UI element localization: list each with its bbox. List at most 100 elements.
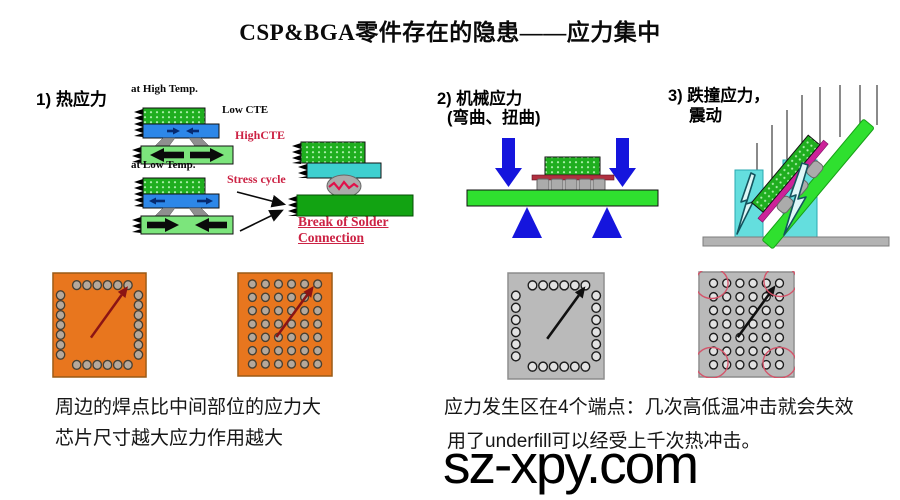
solder-pad: [273, 345, 284, 356]
solder-pad: [299, 305, 310, 316]
stress-arrow-head: [117, 286, 128, 299]
pcb: [296, 194, 414, 217]
solder-pad: [260, 305, 271, 316]
solder-joint: [188, 137, 210, 147]
cycle-arrow: [239, 209, 284, 232]
force-down-arrow: [495, 168, 522, 187]
contraction-arrow: [209, 221, 227, 229]
solder-pad: [774, 305, 785, 316]
cte-arrow: [167, 129, 174, 133]
solder-pad: [260, 279, 271, 289]
board-break-edge: [298, 164, 307, 178]
solder-pad: [774, 359, 785, 370]
at-high-temp-label: at High Temp.: [131, 83, 198, 95]
solder-pad: [133, 299, 144, 311]
solder-pad: [569, 361, 580, 372]
solder-pad: [299, 359, 310, 369]
solder-pad: [722, 319, 732, 329]
solder-pad: [133, 319, 144, 331]
solder-pad: [510, 338, 521, 350]
solder-pad: [748, 319, 758, 329]
solder-ball: [578, 178, 592, 192]
board-break-edge: [288, 196, 297, 216]
bga-perimeter-gray-svg: [507, 272, 605, 380]
solder-ball: [806, 160, 824, 179]
bga-chip-perimeter-orange: [52, 272, 147, 378]
lightning-bolt-icon: [736, 172, 756, 235]
solder-pad: [102, 359, 113, 371]
solder-pad: [510, 314, 521, 326]
solder-pad: [299, 332, 310, 343]
solder-pad: [735, 346, 745, 357]
solder-pad: [92, 359, 103, 371]
solder-pad: [708, 332, 719, 343]
solder-pad: [548, 361, 559, 372]
solder-pad: [510, 326, 521, 338]
solder-ball: [776, 195, 794, 214]
solder-pad: [260, 292, 271, 303]
watermark: sz-xpy.com: [443, 433, 699, 495]
solder-pad: [313, 359, 323, 369]
solder-pad: [708, 359, 719, 370]
solder-pad: [82, 279, 92, 291]
solder-pad: [55, 349, 66, 360]
solder-pad: [273, 305, 284, 316]
expansion-arrow: [190, 151, 210, 159]
solder-pad: [538, 280, 549, 291]
solder-pad: [299, 345, 310, 356]
caption-right-line1: 应力发生区在4个端点：几次高低温冲击就会失效: [444, 397, 854, 418]
board-break-edge: [134, 179, 143, 207]
solder-pad: [55, 299, 66, 311]
solder-pad: [722, 291, 732, 302]
solder-pad: [299, 319, 310, 329]
bga-full-orange-svg: [237, 272, 333, 377]
mechanical-stress-diagram: [466, 138, 659, 238]
bga-perimeter-orange-svg: [52, 272, 147, 378]
contraction-arrow: [147, 221, 165, 229]
solder-pad: [735, 359, 745, 370]
contraction-arrow: [165, 218, 179, 232]
lightning-bolt-icon: [783, 162, 809, 236]
solder-pad: [591, 314, 602, 326]
pcb: [140, 215, 234, 235]
solder-pad: [313, 305, 323, 316]
solder-pad: [722, 332, 732, 343]
stress-arrow: [736, 293, 771, 339]
low-cte-label: Low CTE: [222, 104, 269, 116]
solder-pad: [260, 332, 271, 343]
solder-pad: [722, 278, 732, 289]
solder-pad: [313, 345, 323, 356]
solder-pad: [260, 319, 271, 329]
solder-pad: [559, 361, 570, 372]
solder-pad: [247, 305, 257, 316]
solder-pad: [112, 359, 123, 371]
board-break-edge: [132, 217, 141, 233]
solder-pad: [722, 305, 732, 316]
break-solder-label-line1: Break of Solder: [298, 214, 389, 229]
die: [750, 134, 821, 213]
solder-pad: [569, 280, 580, 291]
solder-ball: [550, 178, 564, 192]
solder-pad: [313, 319, 323, 329]
solder-pad: [247, 345, 257, 356]
section-2-label-line1: 2) 机械应力: [437, 90, 523, 108]
solder-pad: [299, 279, 310, 289]
solder-joint: [188, 207, 210, 217]
solder-pad: [313, 332, 323, 343]
stress-arrow-head: [303, 286, 314, 298]
expansion-arrow: [150, 148, 164, 162]
floor: [702, 236, 890, 247]
cte-arrow: [149, 197, 156, 205]
solder-pad: [538, 361, 549, 372]
stress-arrow: [89, 294, 123, 339]
cycle-arrow: [236, 191, 287, 208]
solder-pad: [748, 332, 758, 343]
die: [142, 107, 206, 125]
section-2-label-line2: (弯曲、扭曲): [447, 109, 541, 127]
solder-pad: [247, 332, 257, 343]
board-break-edge: [132, 147, 141, 163]
solder-pad: [510, 302, 521, 314]
solder-ball: [536, 178, 550, 192]
solder-pad: [761, 332, 771, 343]
